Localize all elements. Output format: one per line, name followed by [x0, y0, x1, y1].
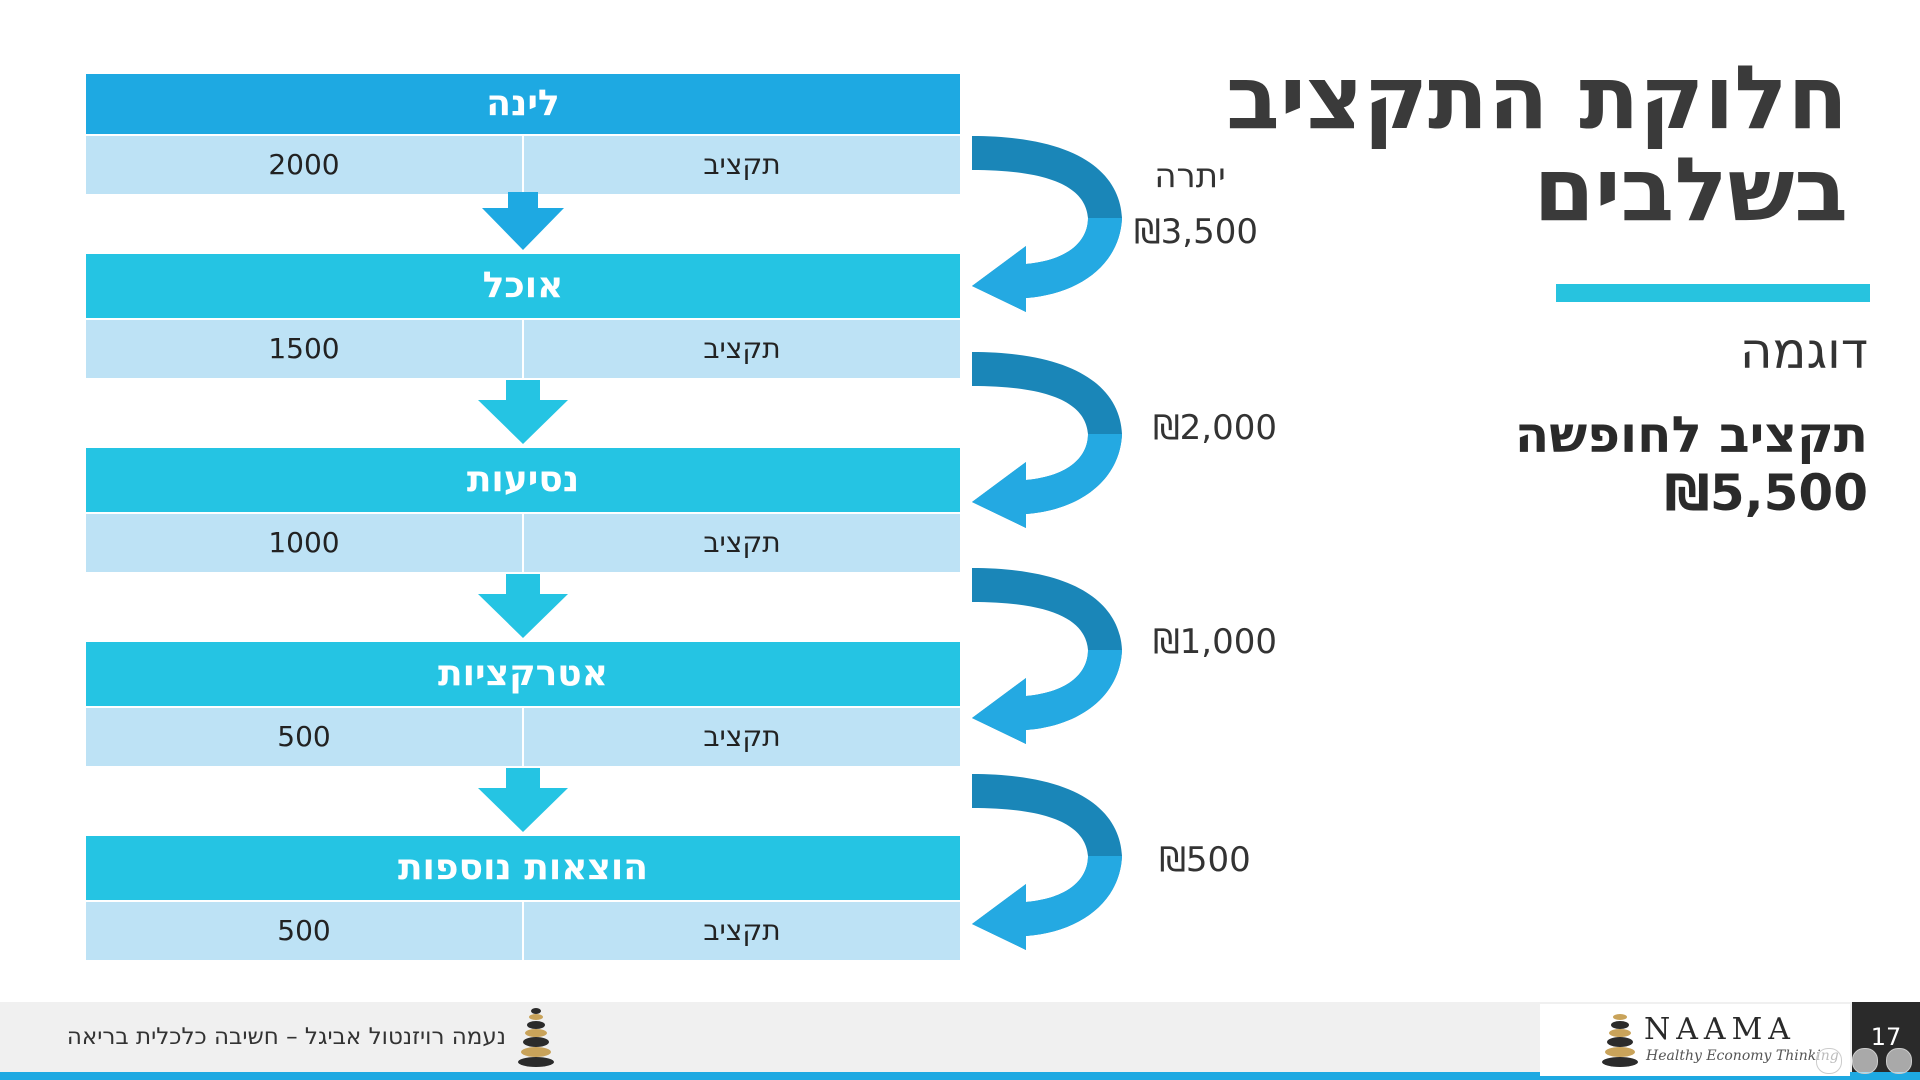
down-arrow-icon — [478, 768, 568, 832]
stage-food: אוכל 1500 תקציב — [86, 254, 960, 378]
curved-arrow-icon — [972, 352, 1122, 528]
down-arrow-icon — [478, 380, 568, 444]
curved-arrow-icon — [972, 568, 1122, 744]
previous-slide-button[interactable] — [1852, 1048, 1878, 1074]
stage-header: אוכל — [86, 254, 960, 318]
stage-attractions: אטרקציות 500 תקציב — [86, 642, 960, 766]
stage-amount: 1000 — [86, 514, 522, 572]
remaining-value: ₪500 — [1159, 840, 1251, 880]
curved-arrow-icon — [972, 136, 1122, 312]
title-underline — [1556, 284, 1870, 302]
stage-header: אטרקציות — [86, 642, 960, 706]
stage-row: 1500 תקציב — [86, 318, 960, 378]
remaining-value: ₪1,000 — [1153, 622, 1277, 662]
stage-lodging: לינה 2000 תקציב — [86, 74, 960, 194]
stage-row: 1000 תקציב — [86, 512, 960, 572]
slide-title: חלוקת התקציב בשלבים — [1226, 46, 1848, 241]
brand-logo-area — [1540, 1004, 1850, 1076]
remaining-value: ₪3,500 — [1134, 212, 1258, 252]
stage-header: לינה — [86, 74, 960, 134]
example-label: דוגמה — [1739, 322, 1868, 380]
remaining-value: ₪2,000 — [1153, 408, 1277, 448]
footer-author: נעמה רויזנטול אביגל – חשיבה כלכלית בריאה — [66, 1024, 506, 1050]
example-title: תקציב לחופשה ₪5,500 — [1514, 406, 1868, 522]
brand-logo-tagline: Healthy Economy Thinking — [1646, 1048, 1839, 1064]
stage-travel: נסיעות 1000 תקציב — [86, 448, 960, 572]
stage-amount: 500 — [86, 708, 522, 766]
brand-logo-name: NAAMA — [1644, 1012, 1796, 1047]
stage-label: תקציב — [522, 136, 960, 194]
down-arrow-icon — [478, 574, 568, 638]
down-arrow-icon — [482, 192, 564, 250]
footer-accent-bar — [0, 1072, 1920, 1080]
stage-label: תקציב — [522, 320, 960, 378]
stage-amount: 2000 — [86, 136, 522, 194]
stage-amount: 500 — [86, 902, 522, 960]
stage-label: תקציב — [522, 514, 960, 572]
next-slide-button[interactable] — [1886, 1048, 1912, 1074]
pen-tool-button[interactable] — [1816, 1048, 1842, 1074]
stage-row: 2000 תקציב — [86, 134, 960, 194]
remaining-label: יתרה — [1154, 156, 1226, 196]
stage-header: נסיעות — [86, 448, 960, 512]
stage-label: תקציב — [522, 708, 960, 766]
curved-arrow-icon — [972, 774, 1122, 950]
stage-amount: 1500 — [86, 320, 522, 378]
stage-row: 500 תקציב — [86, 900, 960, 960]
stage-extra-expenses: הוצאות נוספות 500 תקציב — [86, 836, 960, 960]
stage-row: 500 תקציב — [86, 706, 960, 766]
stones-icon — [518, 1008, 554, 1067]
stage-label: תקציב — [522, 902, 960, 960]
stage-header: הוצאות נוספות — [86, 836, 960, 900]
logo-stones-icon — [1602, 1014, 1638, 1067]
